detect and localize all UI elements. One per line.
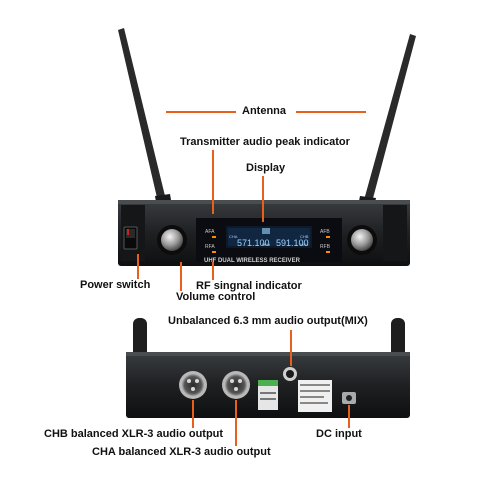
volume-knob-b[interactable] [347, 225, 377, 255]
label-rfb: RFB [320, 244, 331, 250]
rear-antenna-icon [133, 318, 405, 358]
display-freq-b: 591.100 [276, 238, 309, 248]
display-unit-b: MHz [300, 242, 308, 247]
dc-jack-icon[interactable] [342, 392, 356, 404]
panel-title: UHF DUAL WIRELESS RECEIVER [204, 258, 301, 264]
peak-led-b [326, 236, 330, 238]
antenna-icon [358, 34, 416, 208]
label-afa: AFA [205, 229, 215, 235]
display-ch-b: CHB [300, 234, 309, 239]
rf-led-b [326, 251, 330, 253]
label-cha-output: CHA balanced XLR-3 audio output [92, 446, 271, 458]
rear-leader-lines [192, 330, 350, 446]
lcd-display: 571.100 591.100 CHA CHB MHz MHz AFA RFA … [196, 218, 342, 264]
label-display: Display [246, 162, 286, 174]
label-antenna: Antenna [242, 105, 286, 117]
frequency-sticker [258, 380, 278, 410]
front-leader-lines [137, 111, 366, 291]
power-switch[interactable] [123, 226, 138, 250]
label-unbalanced-output: Unbalanced 6.3 mm audio output(MIX) [168, 315, 368, 327]
volume-knob-a[interactable] [157, 225, 187, 255]
label-chb-output: CHB balanced XLR-3 audio output [44, 428, 224, 440]
display-ch-a: CHA [229, 234, 238, 239]
label-rf-indicator: RF singnal indicator [196, 280, 302, 292]
info-label [298, 380, 332, 412]
xlr-cha-connector-icon[interactable] [222, 371, 250, 399]
peak-led-a [212, 236, 216, 238]
display-freq-a: 571.100 [237, 238, 270, 248]
rf-led-a [212, 251, 216, 253]
antenna-icon [118, 28, 172, 208]
label-afb: AFB [320, 229, 330, 235]
xlr-chb-connector-icon[interactable] [179, 371, 207, 399]
jack-connector-icon[interactable] [283, 367, 297, 381]
label-peak-indicator: Transmitter audio peak indicator [180, 136, 350, 148]
display-unit-a: MHz [262, 242, 270, 247]
label-dc-input: DC input [316, 428, 362, 440]
label-power-switch: Power switch [80, 279, 151, 291]
label-rfa: RFA [205, 244, 215, 250]
label-volume-control: Volume control [176, 291, 256, 303]
